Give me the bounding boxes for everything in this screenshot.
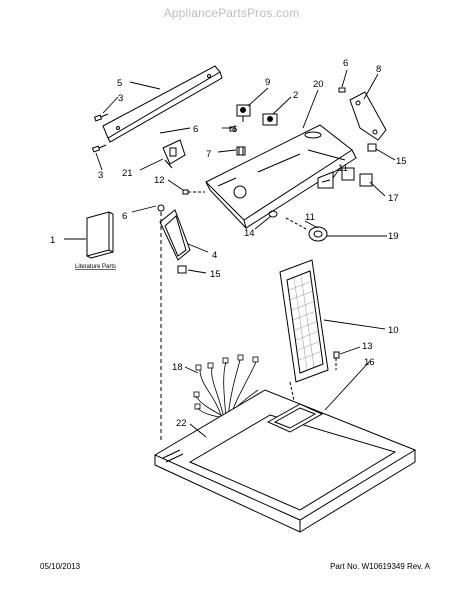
callout-7: 7	[206, 149, 211, 160]
callout-6: 6	[193, 124, 198, 135]
bracket-part	[162, 139, 186, 169]
screw-part	[93, 113, 109, 122]
switch-part	[236, 104, 251, 122]
knob-part	[285, 217, 328, 242]
watermark: AppliancePartsPros.com	[163, 6, 300, 20]
callout-18: 18	[172, 362, 183, 373]
callout-3: 3	[118, 93, 123, 104]
switch-part	[262, 113, 278, 126]
callout-21: 21	[122, 168, 133, 179]
callout-3: 3	[98, 170, 103, 181]
callout-17: 17	[388, 193, 399, 204]
knob-part	[236, 146, 246, 156]
callout-1: 1	[50, 235, 55, 246]
screw-part	[182, 189, 205, 195]
callout-5: 5	[117, 78, 122, 89]
callout-6: 6	[122, 211, 127, 222]
callout-11: 11	[305, 212, 315, 223]
rear-panel-part	[102, 65, 223, 143]
callout-8: 8	[376, 64, 381, 75]
washer-part	[268, 210, 278, 218]
callout-15: 15	[396, 156, 407, 167]
end-cap-part	[157, 204, 191, 440]
timer-part	[317, 167, 373, 189]
callout-16: 16	[364, 357, 375, 368]
clip-part	[367, 143, 377, 152]
callout-20: 20	[313, 79, 324, 90]
screw-part	[229, 126, 236, 132]
dryer-top-part	[153, 389, 417, 533]
footer-date: 05/10/2013	[40, 562, 81, 571]
footer-part-info: Part No. W10619349 Rev. A	[330, 562, 430, 571]
callout-6: 6	[232, 124, 237, 135]
console-panel-part	[205, 124, 357, 230]
callout-6: 6	[343, 58, 348, 69]
callout-2: 2	[293, 90, 298, 101]
lint-screen-part	[279, 259, 329, 411]
clip-part	[177, 265, 187, 274]
callout-12: 12	[154, 175, 165, 186]
end-cap-part	[338, 87, 387, 141]
literature-label: Literature Parts	[75, 264, 116, 270]
callout-4: 4	[212, 250, 217, 261]
callout-13: 13	[362, 341, 373, 352]
wire-harness-part	[193, 354, 259, 424]
screw-part	[91, 144, 107, 153]
callout-15: 15	[210, 269, 221, 280]
callout-10: 10	[388, 325, 399, 336]
screw-part	[333, 351, 340, 370]
callout-19: 19	[388, 231, 399, 242]
callout-9: 9	[265, 77, 270, 88]
literature-booklet	[86, 211, 114, 259]
callout-22: 22	[176, 418, 187, 429]
callout-14: 14	[244, 228, 255, 239]
callout-11: 11	[338, 163, 348, 174]
